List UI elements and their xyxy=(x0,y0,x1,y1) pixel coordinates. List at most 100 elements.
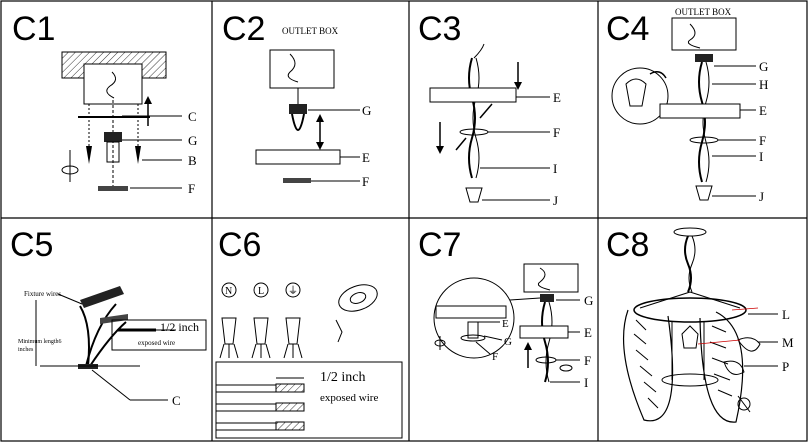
label-p: P xyxy=(782,359,789,374)
chain xyxy=(541,301,549,383)
loop xyxy=(465,187,483,203)
label-j: J xyxy=(759,189,764,204)
loop xyxy=(291,113,305,131)
panel-c2: C2 OUTLET BOX G E F xyxy=(222,10,371,189)
rotate-arrow-icon xyxy=(737,397,751,411)
wire-connector-icon xyxy=(285,317,301,345)
label-e: E xyxy=(362,150,370,165)
tape-roll-icon xyxy=(338,284,378,312)
panel-title: C5 xyxy=(10,226,53,264)
chain xyxy=(684,235,692,293)
fixture-wire xyxy=(79,305,90,367)
bulb-socket xyxy=(681,325,699,349)
loop xyxy=(695,185,713,201)
label-j: J xyxy=(553,193,558,208)
panel-c1: C1 C G B F xyxy=(12,10,197,196)
label-f: F xyxy=(553,125,560,140)
strip-length-label: 1/2 inch xyxy=(160,320,199,334)
hex-nut xyxy=(289,104,307,114)
detail-magnifier xyxy=(433,277,515,359)
wire-stripper-icon xyxy=(100,314,128,324)
line-symbol-icon xyxy=(253,282,269,298)
fixture-wires-label: Fixture wires xyxy=(24,290,61,298)
canopy-ring xyxy=(283,178,311,183)
loop xyxy=(106,141,120,163)
panel-c8: C8 L M P xyxy=(606,226,794,423)
curved-arrow-icon xyxy=(649,71,667,79)
min-length-unit: inches xyxy=(18,347,34,353)
label-f: F xyxy=(188,181,195,196)
exposed-wire-label: exposed wire xyxy=(138,339,175,347)
label-g: G xyxy=(759,59,768,74)
svg-text:⏚: ⏚ xyxy=(288,285,298,297)
fixture-wire xyxy=(89,321,127,367)
label-i: I xyxy=(759,149,763,164)
glass-crystal-m xyxy=(737,337,761,352)
rotate-arrow-icon xyxy=(559,364,573,372)
label-g: G xyxy=(188,133,197,148)
panel-c6: C6 N L ⏚ 1/2 inch exposed wire xyxy=(215,226,403,439)
glass-crystal-p xyxy=(723,360,745,375)
outlet-box xyxy=(523,263,579,293)
screw-left xyxy=(86,146,92,164)
outlet-box xyxy=(269,49,335,89)
outlet-box-caption: OUTLET BOX xyxy=(282,26,339,36)
canopy xyxy=(435,305,507,319)
panel-title: C2 xyxy=(222,10,265,48)
svg-text:N: N xyxy=(225,286,232,297)
glass-leaf xyxy=(699,311,744,423)
panel-c4: C4 OUTLET BOX G H E F I J xyxy=(606,7,768,204)
label-e: E xyxy=(759,103,767,118)
panel-c3: C3 E F I J xyxy=(418,10,561,208)
panel-c7: C7 G E G F E F I xyxy=(418,226,593,390)
exposed-wire-label: exposed wire xyxy=(320,392,378,404)
outlet-box xyxy=(671,17,737,51)
label-f: F xyxy=(362,174,369,189)
label-m: M xyxy=(782,335,794,350)
hex-nut xyxy=(695,54,713,62)
wire-connector-icon xyxy=(253,317,269,345)
label-g-detail: G xyxy=(504,336,512,348)
label-l: L xyxy=(782,307,790,322)
label-f-detail: F xyxy=(492,351,498,363)
label-e: E xyxy=(553,90,561,105)
ground-symbol-icon xyxy=(285,282,301,298)
label-h: H xyxy=(759,77,768,92)
neutral-symbol-icon xyxy=(221,282,237,298)
outlet-box-caption: OUTLET BOX xyxy=(675,7,732,17)
label-i: I xyxy=(553,161,557,176)
strip-detail xyxy=(215,361,403,439)
min-length-label: Minimum length6 xyxy=(18,339,62,345)
rotate-arrow-icon xyxy=(434,339,446,347)
detail-magnifier xyxy=(611,67,669,125)
wire-connector-icon xyxy=(221,317,237,345)
chain xyxy=(698,61,706,183)
canopy xyxy=(673,227,707,237)
label-e-detail: E xyxy=(502,318,509,330)
supply-wires xyxy=(106,71,116,99)
strip-detail xyxy=(111,319,207,351)
canopy-ring xyxy=(98,186,128,191)
glass-leaf xyxy=(623,309,674,422)
canopy xyxy=(519,325,569,339)
label-b: B xyxy=(188,153,197,168)
panel-title: C6 xyxy=(218,226,261,264)
chain xyxy=(468,57,476,179)
panel-title: C3 xyxy=(418,10,461,48)
label-c: C xyxy=(188,109,197,124)
fixture-ring xyxy=(633,297,747,323)
label-f: F xyxy=(584,353,591,368)
hex-nut xyxy=(540,294,554,302)
supply-wires xyxy=(287,53,299,83)
canopy xyxy=(429,87,517,103)
panel-c5: C5 Fixture wires Minimum length6 inches … xyxy=(10,226,207,408)
panel-title: C4 xyxy=(606,10,649,48)
label-g: G xyxy=(362,103,371,118)
strip-length-label: 1/2 inch xyxy=(320,370,366,385)
screw-right xyxy=(135,146,141,164)
canopy-ring xyxy=(460,334,486,342)
label-i: I xyxy=(584,375,588,390)
